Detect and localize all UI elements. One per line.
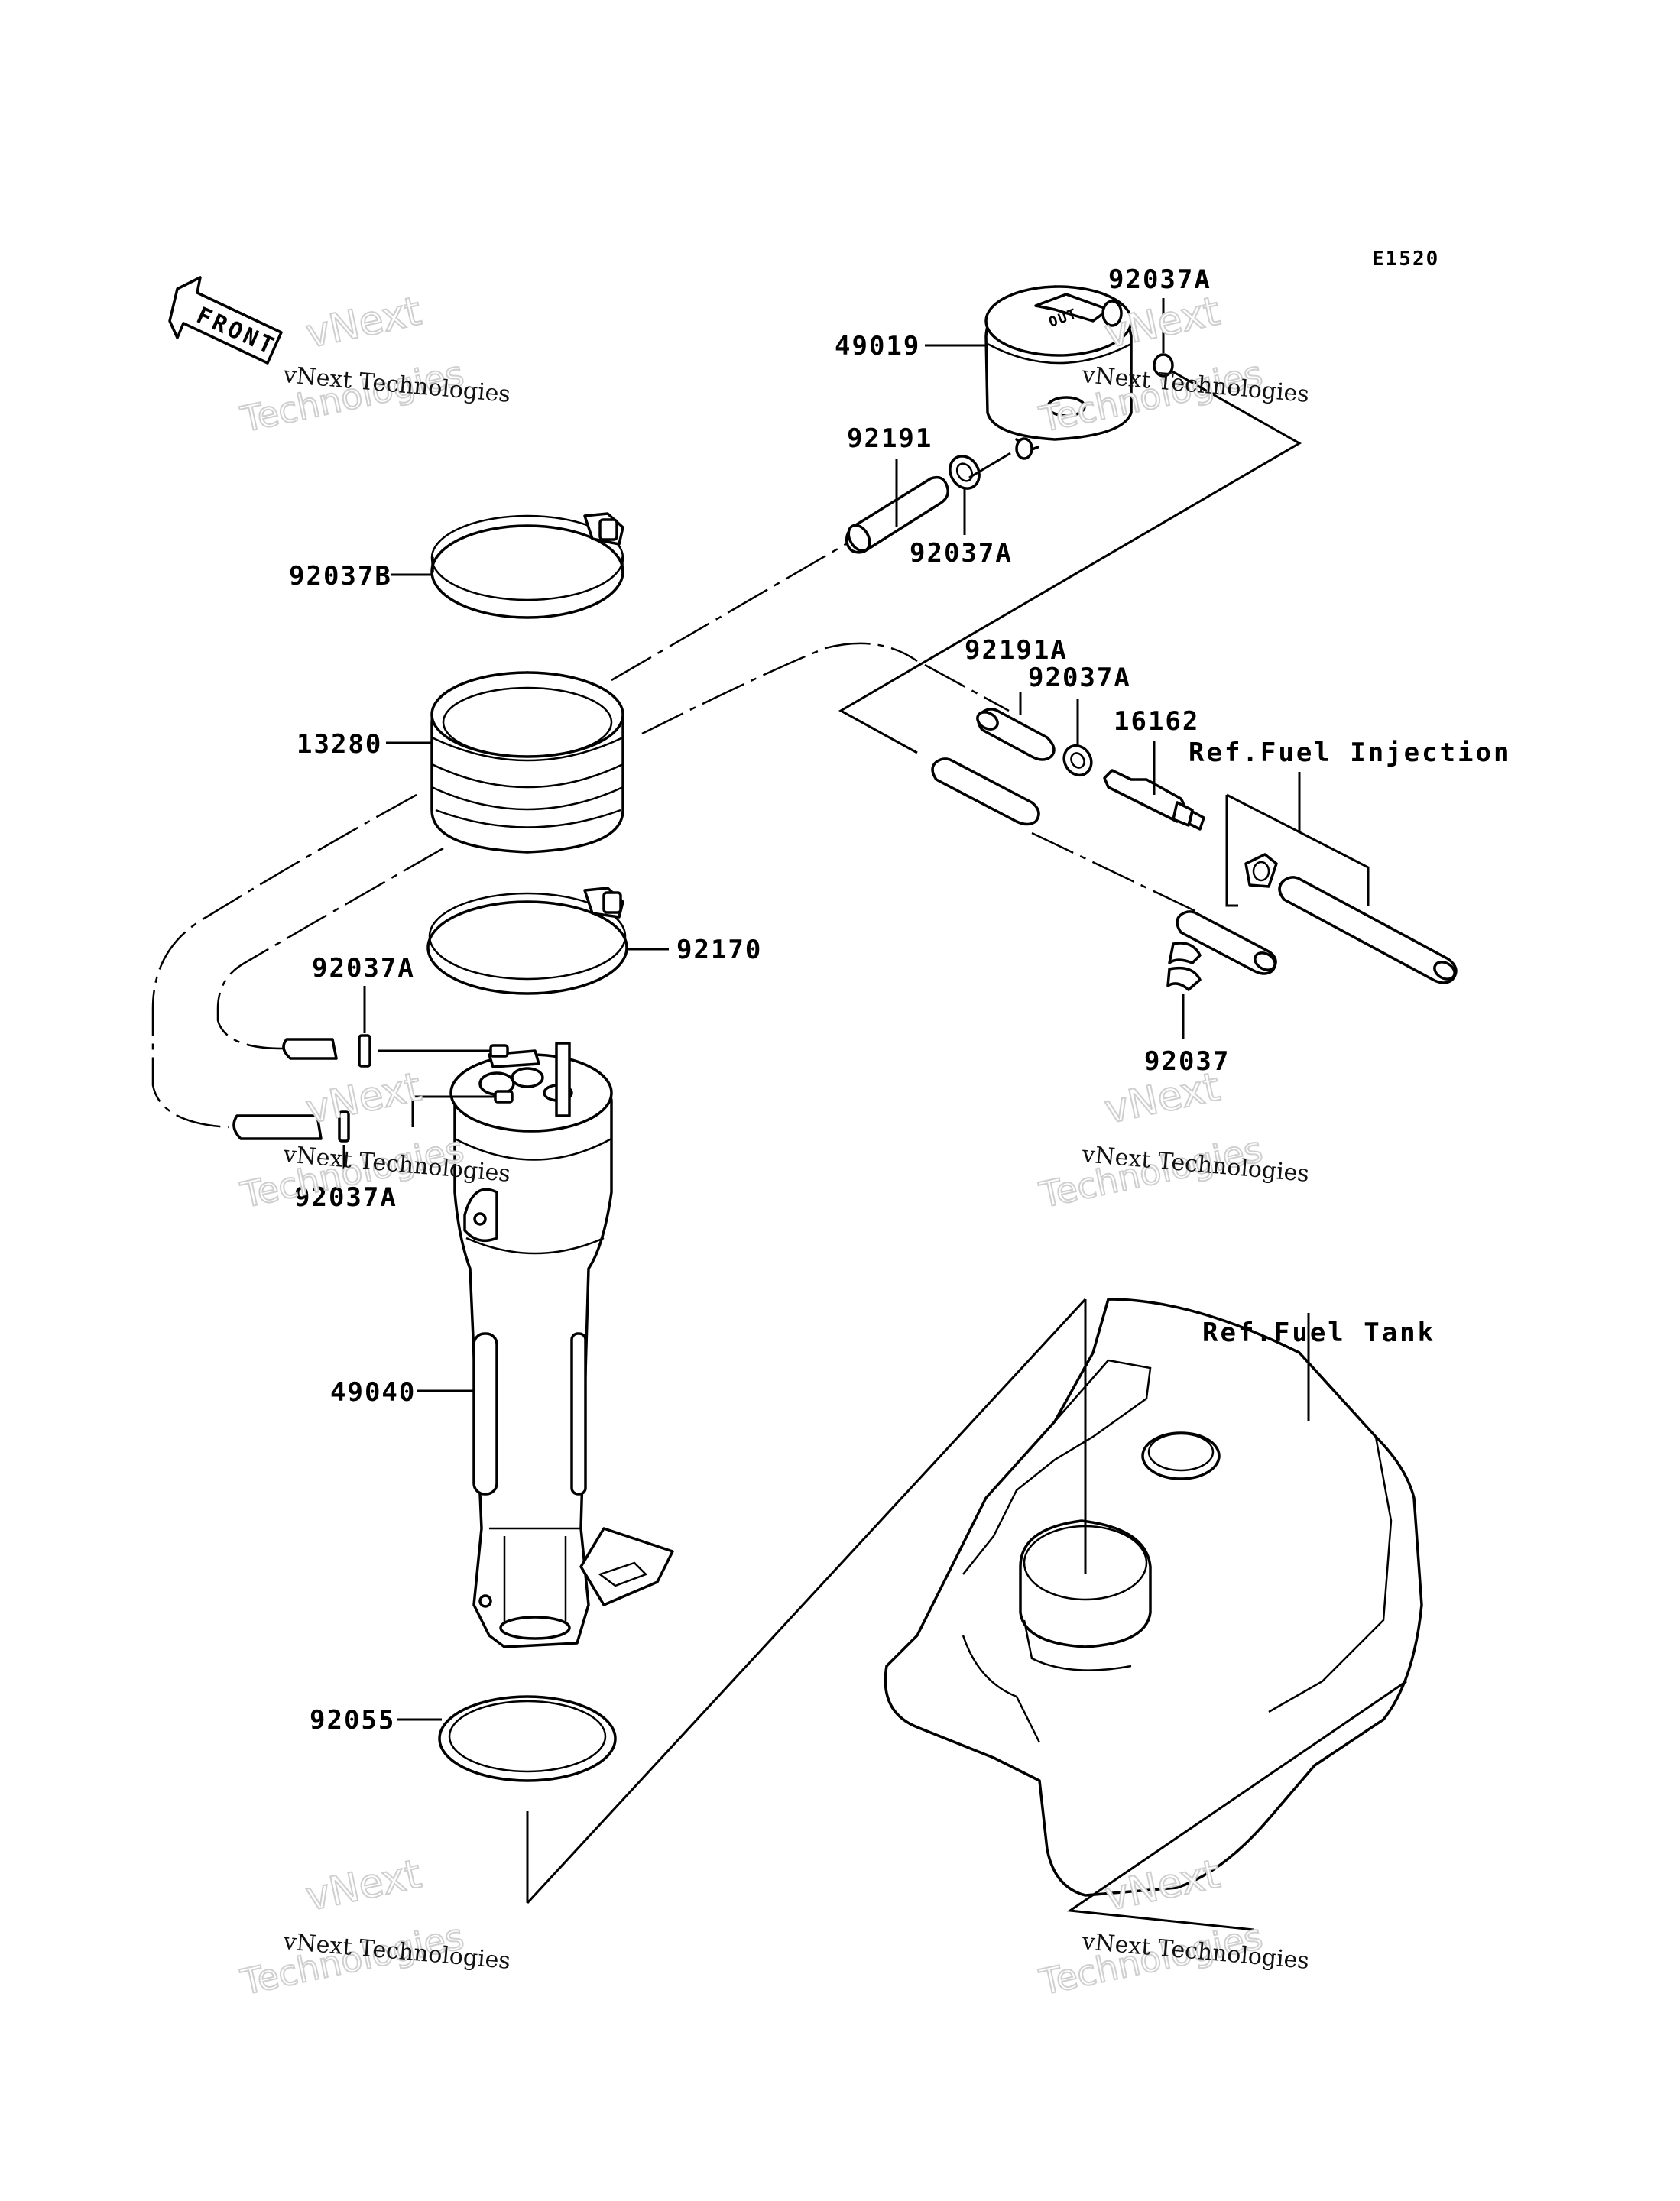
label-92055: 92055 bbox=[310, 1705, 395, 1736]
label-92037A-left1: 92037A bbox=[312, 953, 415, 984]
routing-line-top bbox=[641, 642, 918, 735]
label-ref-fuel-tank: Ref.Fuel Tank bbox=[1202, 1318, 1435, 1348]
label-92191A: 92191A bbox=[965, 635, 1068, 666]
pump-outlet-lower bbox=[494, 1090, 514, 1104]
diagram-code: E1520 bbox=[1372, 248, 1439, 271]
leader-tank-bottom bbox=[1066, 1680, 1407, 1931]
label-49040: 49040 bbox=[330, 1377, 416, 1408]
label-92037A-right: 92037A bbox=[1028, 663, 1131, 693]
label-92037: 92037 bbox=[1144, 1046, 1230, 1077]
fuel-pump-49040 bbox=[449, 1042, 674, 1648]
watermark-top-left: vNext Technologies vNext Technologies bbox=[236, 287, 511, 441]
hose-92191A bbox=[976, 708, 1056, 761]
label-49019: 49019 bbox=[835, 331, 920, 361]
clamp-92037B bbox=[430, 512, 624, 619]
grommet-13280 bbox=[430, 671, 624, 854]
pump-outlet-upper bbox=[489, 1044, 509, 1058]
leader-filter-to-injection bbox=[838, 369, 1302, 754]
left-hose-lower bbox=[232, 1114, 323, 1140]
hose-lower-right-1 bbox=[931, 757, 1040, 826]
routing-line-mid bbox=[1031, 831, 1201, 915]
fuel-tank bbox=[884, 1298, 1423, 1897]
svg-text:vNext: vNext bbox=[302, 288, 425, 357]
label-13280: 13280 bbox=[297, 729, 382, 760]
clamp-92037A-right bbox=[1062, 744, 1093, 777]
watermark-bottom-left: vNext Technologies vNext Technologies bbox=[236, 1850, 511, 2004]
fuel-filter-49019: OUT bbox=[984, 285, 1174, 460]
fuel-injection-hose bbox=[1278, 876, 1458, 984]
routing-line-filter bbox=[611, 541, 849, 682]
clamp-92037A-mid bbox=[949, 455, 981, 490]
routing-line-top2 bbox=[924, 663, 1010, 712]
label-92191: 92191 bbox=[847, 423, 932, 454]
bracket-injection-right bbox=[1226, 793, 1370, 906]
fitting-16162 bbox=[1103, 769, 1205, 831]
leader-tank-to-oring bbox=[526, 1298, 1087, 1904]
fuel-injection-clamp bbox=[1244, 853, 1278, 888]
clamp-92037A-left2 bbox=[338, 1110, 350, 1143]
svg-text:vNext: vNext bbox=[302, 1851, 425, 1920]
fitting-line-2 bbox=[411, 1095, 497, 1127]
hose-lower-right-2 bbox=[1176, 910, 1277, 975]
routing-line-left-inner bbox=[216, 847, 444, 1050]
clamp-92037A-left1 bbox=[358, 1034, 371, 1068]
label-92170: 92170 bbox=[676, 935, 762, 965]
svg-text:vNext: vNext bbox=[1101, 1064, 1224, 1133]
label-92037B: 92037B bbox=[289, 561, 392, 592]
clamp-92170 bbox=[426, 887, 628, 995]
label-16162: 16162 bbox=[1114, 706, 1199, 737]
svg-text:vNext: vNext bbox=[302, 1064, 425, 1133]
leader-filter-clamp bbox=[968, 452, 1011, 479]
label-92037A-left2: 92037A bbox=[294, 1182, 397, 1213]
clamp-92037 bbox=[1166, 942, 1202, 991]
left-hose-upper bbox=[282, 1038, 338, 1060]
oring-92055 bbox=[438, 1695, 617, 1782]
bracket-injection-left bbox=[1225, 795, 1238, 907]
watermark-mid-right: vNext Technologies vNext Technologies bbox=[1035, 1063, 1310, 1217]
routing-line-left-outer bbox=[151, 793, 417, 1129]
label-92037A-mid: 92037A bbox=[910, 538, 1013, 569]
label-92037A-top: 92037A bbox=[1108, 264, 1211, 295]
front-arrow-icon: FRONT bbox=[168, 276, 283, 365]
label-ref-fuel-injection: Ref.Fuel Injection bbox=[1189, 737, 1511, 768]
